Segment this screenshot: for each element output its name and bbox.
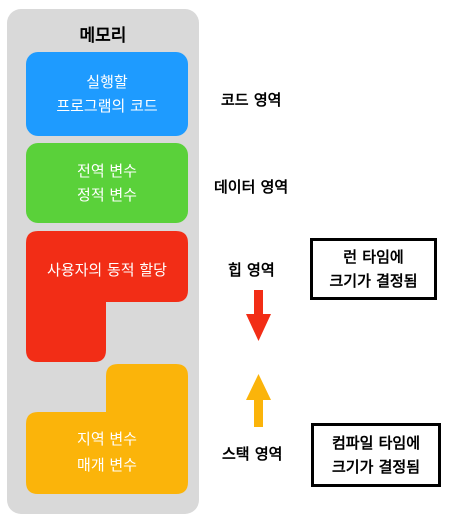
stack-area-label: 스택 영역 [222,445,283,463]
stack-note-box: 컴파일 타임에 크기가 결정됨 [311,423,441,487]
heap-note-line2: 크기가 결정됨 [329,272,418,290]
heap-growth-arrow-icon [246,290,271,341]
data-block: 전역 변수 정적 변수 [26,143,188,223]
memory-title: 메모리 [79,26,127,46]
heap-block-label: 사용자의 동적 할당 [47,261,167,279]
code-block: 실행할 프로그램의 코드 [26,52,188,136]
stack-note-line2: 크기가 결정됨 [331,458,421,476]
code-area-label: 코드 영역 [221,91,282,109]
data-area-label: 데이터 영역 [214,178,289,196]
heap-block-shape [26,231,188,362]
code-block-line2: 프로그램의 코드 [56,97,158,115]
data-block-line1: 전역 변수 [77,162,137,180]
data-block-line2: 정적 변수 [77,186,137,204]
stack-block-line1: 지역 변수 [77,430,137,448]
code-block-line1: 실행할 [86,73,128,91]
stack-block-text: 지역 변수 매개 변수 [26,426,188,478]
heap-note-line1: 런 타임에 [343,248,404,266]
stack-block-shape [26,364,188,494]
stack-note-line1: 컴파일 타임에 [331,434,421,452]
heap-area-label: 힙 영역 [228,261,275,279]
stack-block-line2: 매개 변수 [77,456,137,474]
heap-note-box: 런 타임에 크기가 결정됨 [310,238,437,300]
stack-growth-arrow-icon [246,374,271,427]
